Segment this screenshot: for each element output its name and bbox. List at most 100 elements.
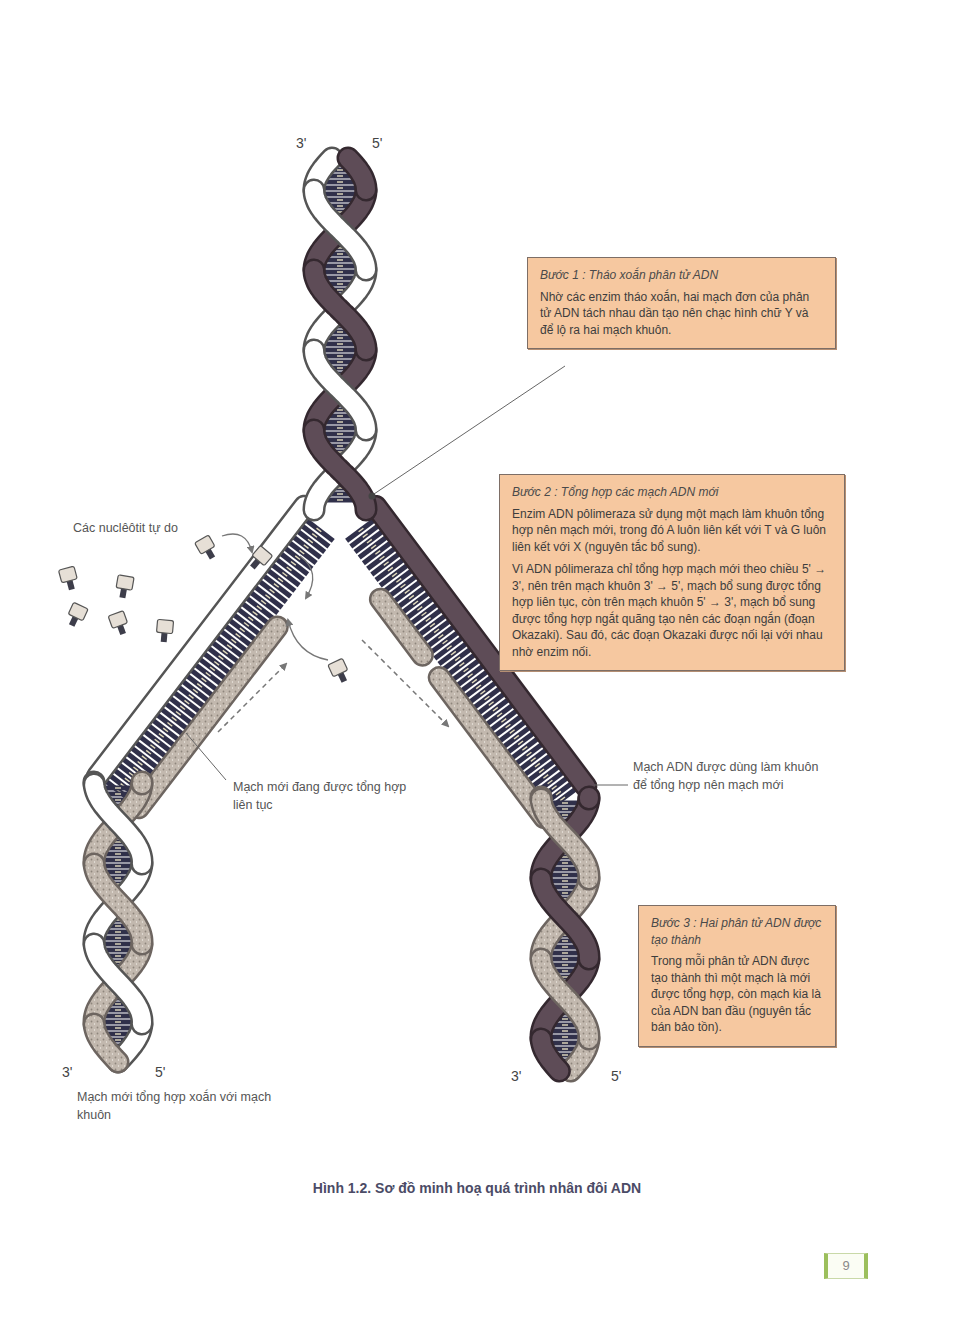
base-pair-mark [430, 623, 435, 627]
base-pair-mark [337, 337, 343, 338]
base-pair-mark [451, 651, 456, 655]
base-pair-mark [115, 847, 121, 848]
base-pair-mark [337, 271, 343, 272]
base-pair [550, 957, 580, 962]
base-pair [550, 873, 580, 878]
strand-outline [541, 879, 589, 959]
base-pair [323, 348, 357, 353]
base-pair-mark [133, 767, 138, 771]
new-strand-label: Mạch mới tổng hợp xoắn với mạch khuôn [77, 1089, 277, 1124]
base-pair-mark [210, 667, 215, 671]
base-pair-mark [115, 1033, 121, 1034]
base-pair [103, 858, 133, 863]
strand-end: 3' [62, 1063, 72, 1083]
helix [314, 158, 366, 510]
base-pair-mark [480, 691, 485, 695]
step-box: Bước 1 : Tháo xoắn phân tử ADNNhờ các en… [527, 257, 836, 349]
base-pair-mark [501, 719, 506, 723]
dna-strand [94, 864, 142, 944]
base-pair-mark [219, 656, 224, 660]
nucleotide-sugar [58, 566, 77, 583]
step-text: Nhờ các enzim tháo xoắn, hai mạch đơn củ… [540, 289, 823, 339]
base-pair [324, 420, 355, 425]
nucleotide [115, 575, 135, 599]
free-nucleotides [58, 535, 351, 685]
strand-outline [94, 784, 142, 864]
base-pair [104, 948, 132, 953]
step-heading: Bước 2 : Tổng hợp các mạch ADN mới [512, 484, 832, 501]
base-pair-mark [539, 769, 544, 773]
base-pair-mark [253, 611, 258, 615]
nucleotide-sugar [68, 602, 88, 621]
base-pair-mark [417, 607, 422, 611]
base-pair-mark [337, 343, 343, 344]
strand-outline [314, 350, 366, 430]
dna-strand [314, 430, 366, 510]
dna-strand [348, 158, 366, 190]
strand-outline [541, 799, 589, 879]
base-pair-mark [115, 1009, 121, 1010]
base-pair-mark [497, 713, 502, 717]
base-pair-mark [556, 791, 561, 795]
base-pair-mark [115, 787, 121, 788]
strand-outline [314, 190, 366, 270]
base-pair-mark [115, 865, 121, 866]
base-pair [323, 270, 357, 275]
base-pair-mark [337, 427, 343, 428]
nucleotide [58, 566, 79, 591]
base-pair-mark [231, 639, 236, 643]
step-box: Bước 3 : Hai phân tử ADN được tạo thànhT… [638, 905, 836, 1047]
base-pair-mark [562, 886, 568, 887]
base-pair [550, 879, 579, 884]
base-pair-mark [115, 937, 121, 938]
base-pair-mark [337, 421, 343, 422]
dna-strand [380, 599, 422, 655]
base-pair-mark [308, 539, 313, 543]
base-pair-mark [392, 573, 397, 577]
template-strand-label: Mạch ADN được dùng làm khuôn để tổng hợp… [633, 759, 823, 794]
base-pair-mark [337, 181, 343, 182]
strand-outline [314, 270, 366, 350]
base-pair-mark [562, 946, 568, 947]
base-pair-mark [337, 409, 343, 410]
base-pair-mark [180, 706, 185, 710]
base-pair-mark [115, 793, 121, 794]
base-pair-mark [371, 545, 376, 549]
base-pair-mark [434, 629, 439, 633]
base-pair-mark [337, 199, 343, 200]
base-pair-mark [125, 778, 130, 782]
base-pair-mark [244, 623, 249, 627]
base-pair-mark [514, 735, 519, 739]
dna-strand [314, 350, 366, 430]
dna-strand [541, 799, 589, 879]
strand-outline [541, 959, 589, 1039]
strand-end: 3' [511, 1067, 521, 1087]
base-pair-mark [282, 573, 287, 577]
base-pair-mark [535, 763, 540, 767]
base-pair-mark [138, 761, 143, 765]
base-pair-mark [562, 856, 568, 857]
nucleotide [195, 535, 220, 562]
base-pair-mark [337, 205, 343, 206]
base-pair-mark [206, 673, 211, 677]
base-pair-mark [337, 499, 343, 500]
step-text: Enzim ADN pôlimeraza sử dụng một mạch là… [512, 506, 832, 556]
strand-outline [94, 784, 142, 864]
strand-end: 3' [296, 134, 306, 154]
base-pair-mark [562, 964, 568, 965]
base-pair-mark [115, 853, 121, 854]
base-pair [104, 852, 132, 857]
base-pair-mark [562, 958, 568, 959]
nucleotide-sugar [252, 545, 273, 565]
strand-outline [439, 678, 544, 818]
base-pair [323, 426, 357, 431]
base-pair [551, 963, 579, 968]
base-pair-mark [115, 943, 121, 944]
base-pair-mark [562, 802, 568, 803]
base-pair-mark [115, 1039, 121, 1040]
base-pair-mark [337, 259, 343, 260]
base-pair-mark [337, 433, 343, 434]
dna-strand [541, 879, 589, 959]
strand-outline [94, 1024, 118, 1062]
base-pair-mark [562, 1024, 568, 1025]
